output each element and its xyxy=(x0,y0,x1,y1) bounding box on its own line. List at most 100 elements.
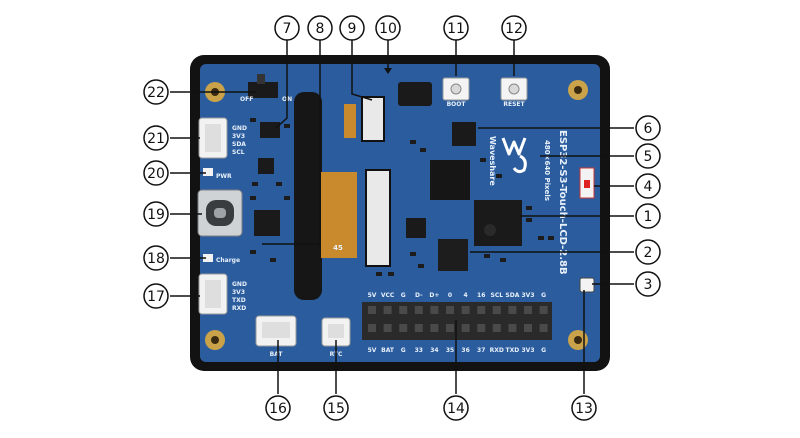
callout-number: 2 xyxy=(644,245,653,261)
callout-number: 8 xyxy=(316,21,325,37)
header-bottom-label: RXD xyxy=(490,347,504,354)
header-top-label: G xyxy=(401,292,406,299)
reset-button xyxy=(500,77,528,101)
callout-6: 6 xyxy=(635,115,661,141)
callout-number: 16 xyxy=(269,401,287,417)
header-bottom-label: 34 xyxy=(430,347,438,354)
callout-4: 4 xyxy=(635,173,661,199)
header-top-label: SCL xyxy=(491,292,504,299)
header-pin xyxy=(492,324,501,332)
header-bottom-label: 35 xyxy=(446,347,454,354)
header-bottom-label: TXD xyxy=(506,347,520,354)
callout-19: 19 xyxy=(143,201,169,227)
callout-7: 7 xyxy=(274,15,300,41)
esp32-chip xyxy=(474,200,522,246)
header-bottom-label: 3V3 xyxy=(522,347,535,354)
header-pin xyxy=(430,306,439,314)
callout-number: 1 xyxy=(644,209,653,225)
fpc-connector-lower xyxy=(365,169,391,267)
header-top-label: 0 xyxy=(448,292,452,299)
header-pin xyxy=(383,306,392,314)
waveshare-logo xyxy=(501,137,527,174)
header-top-label: 5V xyxy=(368,292,377,299)
callout-5: 5 xyxy=(635,143,661,169)
small-ic-top xyxy=(260,122,280,138)
callout-2: 2 xyxy=(635,239,661,265)
header-pin xyxy=(508,306,517,314)
pwr-led xyxy=(203,168,213,176)
header-bottom-label: G xyxy=(401,347,406,354)
boot-label: BOOT xyxy=(447,101,467,108)
callout-8: 8 xyxy=(307,15,333,41)
header-bottom-label: 37 xyxy=(477,347,485,354)
header-top-label: D- xyxy=(415,292,423,299)
callout-1: 1 xyxy=(635,203,661,229)
header-pin xyxy=(539,324,548,332)
leader-lines xyxy=(170,40,634,394)
i2c-connector xyxy=(198,117,228,159)
header-pin xyxy=(461,306,470,314)
callout-15: 15 xyxy=(323,395,349,421)
callout-number: 11 xyxy=(447,21,465,37)
callout-number: 6 xyxy=(644,121,653,137)
callout-16: 16 xyxy=(265,395,291,421)
callout-number: 9 xyxy=(348,21,357,37)
header-pin xyxy=(492,306,501,314)
header-pin xyxy=(399,306,408,314)
uart-pin-4: RXD xyxy=(232,305,246,312)
header-pin xyxy=(524,324,532,332)
header-pin xyxy=(368,324,376,332)
callout-number: 3 xyxy=(644,277,653,293)
board-title: ESP32-S3-Touch-LCD-2.8B xyxy=(557,130,568,275)
fpc-connector-upper xyxy=(361,96,385,142)
i2c-pin-3: SDA xyxy=(232,141,246,148)
power-switch xyxy=(248,82,278,98)
header-pin xyxy=(368,306,376,314)
callout-number: 15 xyxy=(327,401,345,417)
brand-label: Waveshare xyxy=(488,136,497,186)
fpc-label: 45 xyxy=(333,244,343,252)
charge-led xyxy=(203,254,213,262)
header-pin xyxy=(446,306,454,314)
callout-11: 11 xyxy=(443,15,469,41)
callout-10: 10 xyxy=(375,15,401,41)
arrow-10 xyxy=(384,68,392,74)
header-bottom-label: BAT xyxy=(381,347,395,354)
uart-pin-1: GND xyxy=(232,281,247,288)
top-component xyxy=(398,82,432,106)
charge-label: Charge xyxy=(216,257,240,264)
callout-12: 12 xyxy=(501,15,527,41)
callout-18: 18 xyxy=(143,245,169,271)
reset-label: RESET xyxy=(503,101,525,108)
header-pin xyxy=(477,324,486,332)
callout-number: 12 xyxy=(505,21,523,37)
bat-label: BAT xyxy=(270,351,284,358)
callout-9: 9 xyxy=(339,15,365,41)
callout-number: 20 xyxy=(147,166,165,182)
callout-13: 13 xyxy=(571,395,597,421)
fpc-ribbon xyxy=(321,172,357,258)
pwr-label: PWR xyxy=(216,173,232,180)
regulator-chip xyxy=(406,218,426,238)
header-bottom-label: G xyxy=(541,347,546,354)
callout-17: 17 xyxy=(143,283,169,309)
header-pin xyxy=(399,324,408,332)
header-pin xyxy=(430,324,439,332)
header-top-label: VCC xyxy=(381,292,395,299)
callout-number: 17 xyxy=(147,289,165,305)
battery-connector xyxy=(255,315,297,347)
header-pin xyxy=(383,324,392,332)
uart-pin-3: TXD xyxy=(232,297,246,304)
rtc-connector xyxy=(321,317,351,347)
callout-number: 22 xyxy=(147,85,165,101)
callout-number: 14 xyxy=(447,401,465,417)
callout-21: 21 xyxy=(143,125,169,151)
header-top-label: 16 xyxy=(477,292,485,299)
callout-number: 13 xyxy=(575,401,593,417)
mic-component xyxy=(579,277,595,293)
i2c-pin-4: SCL xyxy=(232,149,245,156)
